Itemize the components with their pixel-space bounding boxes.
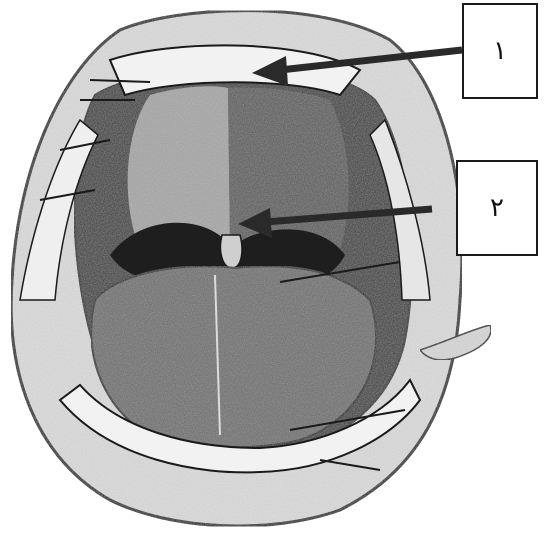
uvula xyxy=(220,235,241,268)
label-box-1: ١ xyxy=(462,3,538,99)
label-box-2: ٢ xyxy=(456,160,538,256)
label-2-text: ٢ xyxy=(490,193,504,223)
tongue xyxy=(91,266,376,447)
label-1-text: ١ xyxy=(493,36,507,66)
